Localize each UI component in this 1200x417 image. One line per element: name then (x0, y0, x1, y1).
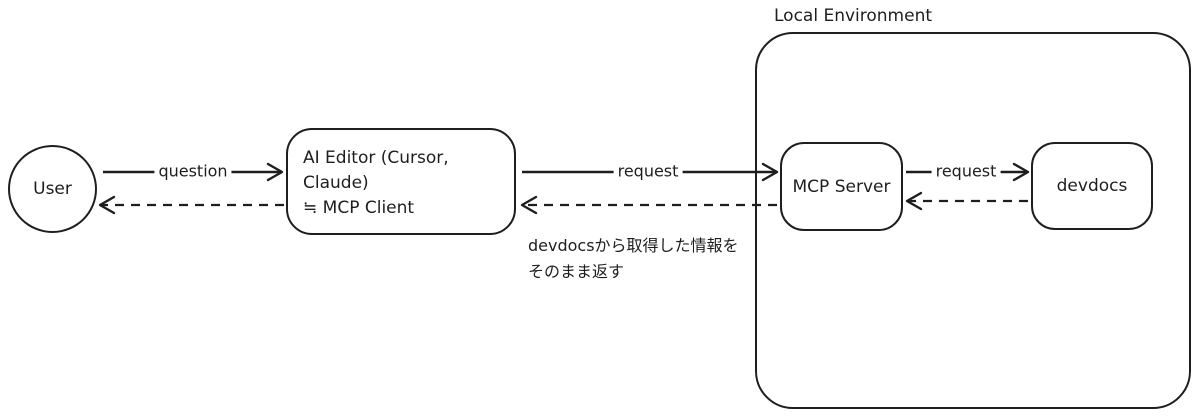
mcp-server-node-label: MCP Server (792, 176, 891, 197)
mcp-server-node: MCP Server (780, 142, 903, 231)
devdocs-node: devdocs (1031, 142, 1153, 230)
ai-editor-label-line1: AI Editor (Cursor, Claude) (303, 148, 449, 193)
request-to-mcp-edge-label: request (613, 161, 683, 181)
annotation-text: devdocsから取得した情報を そのまま返す (528, 233, 739, 285)
annotation-line1: devdocsから取得した情報を (528, 236, 739, 255)
ai-editor-node-label: AI Editor (Cursor, Claude) ≒ MCP Client (303, 146, 514, 221)
user-node: User (8, 145, 97, 233)
devdocs-node-label: devdocs (1056, 176, 1128, 196)
question-edge-label: question (154, 161, 232, 181)
annotation-line2: そのまま返す (528, 262, 625, 281)
ai-editor-label-line2: ≒ MCP Client (303, 198, 415, 218)
local-environment-group (755, 32, 1191, 409)
ai-editor-node: AI Editor (Cursor, Claude) ≒ MCP Client (286, 128, 516, 235)
request-to-devdocs-edge-label: request (931, 161, 1001, 181)
user-node-label: User (33, 179, 72, 199)
local-environment-label: Local Environment (774, 6, 933, 26)
